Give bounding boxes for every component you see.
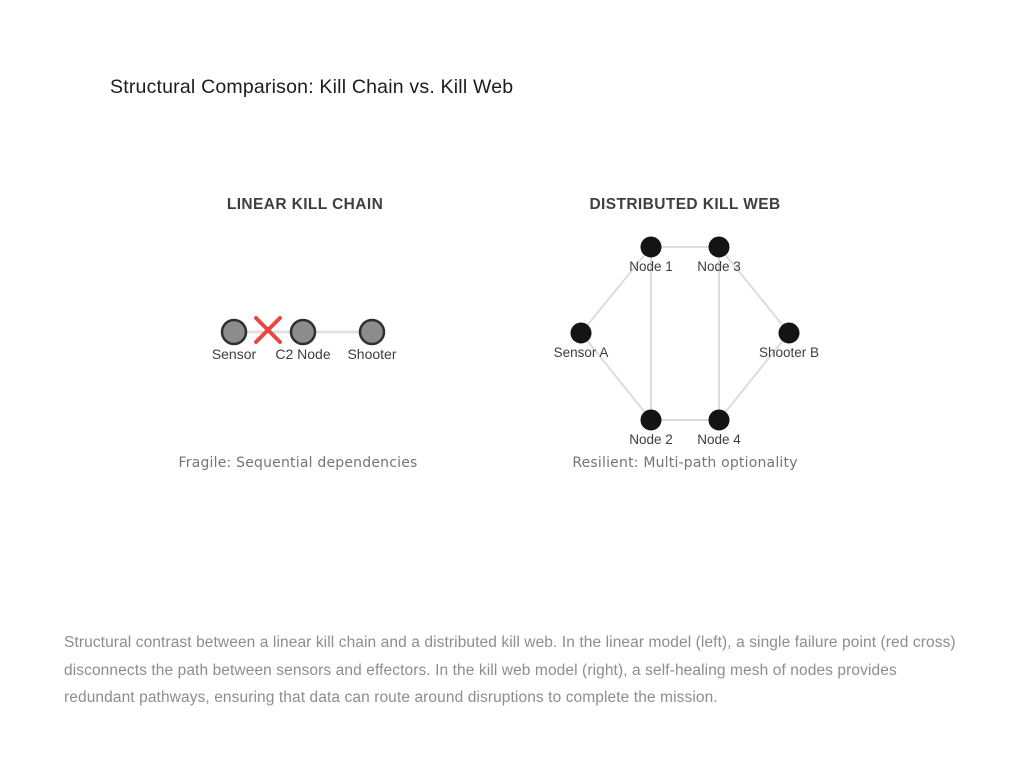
node-shooter-b <box>778 322 800 344</box>
edge-node-4-shooter-b <box>718 332 790 421</box>
kill-chain-diagram: Sensor C2 Node Shooter <box>212 316 397 362</box>
kill-chain-heading: LINEAR KILL CHAIN <box>226 196 384 213</box>
edge-sensor-a-node-1 <box>580 246 652 334</box>
node-node-1 <box>640 236 662 258</box>
node-label-shooter-b: Shooter B <box>759 345 819 360</box>
node-label-sensor-a: Sensor A <box>554 345 609 360</box>
node-label-sensor: Sensor <box>212 346 257 362</box>
node-label-node-4: Node 4 <box>697 432 741 447</box>
kill-web-heading: DISTRIBUTED KILL WEB <box>589 196 781 213</box>
kill-web-caption: Resilient: Multi-path optionality <box>572 455 798 471</box>
edge-sensor-a-node-2 <box>580 332 652 421</box>
node-node-4 <box>708 409 730 431</box>
node-shooter <box>358 318 386 346</box>
node-label-node-2: Node 2 <box>629 432 673 447</box>
node-sensor <box>220 318 248 346</box>
page-title: Structural Comparison: Kill Chain vs. Ki… <box>110 76 514 98</box>
node-label-shooter: Shooter <box>347 346 396 362</box>
figure-description: Structural contrast between a linear kil… <box>64 634 956 706</box>
node-label-c2-node: C2 Node <box>275 346 330 362</box>
diagrams-layer: Sensor C2 Node Shooter Node 1 Node 3 Sensor … <box>212 236 819 447</box>
node-c2-node <box>289 318 317 346</box>
node-node-3 <box>708 236 730 258</box>
edge-node-3-shooter-b <box>718 246 790 334</box>
kill-chain-caption: Fragile: Sequential dependencies <box>178 455 418 471</box>
node-sensor-a <box>570 322 592 344</box>
failure-cross-icon <box>254 316 282 344</box>
node-node-2 <box>640 409 662 431</box>
kill-web-diagram: Node 1 Node 3 Sensor A Shooter B Node 2 Node … <box>554 236 819 447</box>
node-label-node-1: Node 1 <box>629 259 673 274</box>
node-label-node-3: Node 3 <box>697 259 741 274</box>
